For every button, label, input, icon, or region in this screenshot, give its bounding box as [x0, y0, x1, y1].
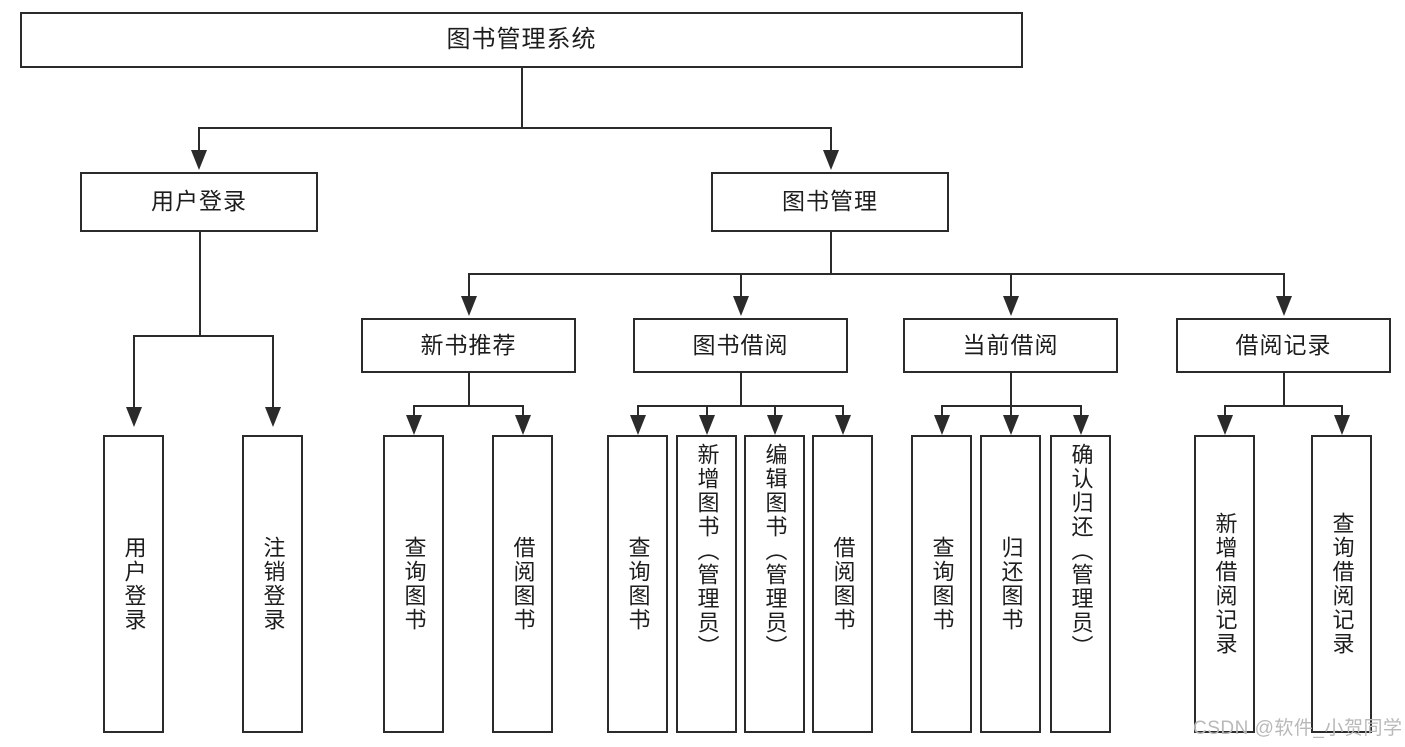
connector-borrow-record-to-leaf2	[1341, 405, 1343, 417]
node-label: 用户登录	[121, 536, 147, 632]
node-label: 图书管理系统	[446, 25, 597, 53]
connector-book-manage-to-book-borrow	[740, 273, 742, 297]
connector-new-book-rec-bus	[413, 405, 523, 407]
arrowhead-book-borrow-to-leaf1	[630, 415, 646, 435]
node-label: 注销登录	[260, 536, 286, 632]
node-borrow-record[interactable]: 借阅记录	[1176, 318, 1391, 373]
node-label: 查询借阅记录	[1329, 512, 1355, 656]
arrowhead-book-manage-to-book-borrow	[733, 296, 749, 316]
connector-borrow-record-bus	[1224, 405, 1342, 407]
arrowhead-root-to-user-login	[191, 150, 207, 170]
connector-book-manage-to-new-book-rec	[468, 273, 470, 297]
node-leaf-query-borrow-record[interactable]: 查询借阅记录	[1311, 435, 1372, 733]
connector-book-manage-to-current-borrow	[1010, 273, 1012, 297]
node-label: 借阅图书	[830, 536, 856, 632]
node-leaf-confirm-return-admin[interactable]: 确认归还（管理员）	[1050, 435, 1111, 733]
connector-root-to-user-login	[198, 127, 200, 151]
connector-book-manage-stem	[830, 232, 832, 273]
arrowhead-book-manage-to-current-borrow	[1003, 296, 1019, 316]
connector-book-borrow-to-leaf1	[637, 405, 639, 417]
node-leaf-query-book-a[interactable]: 查询图书	[383, 435, 444, 733]
connector-root-bus	[198, 127, 830, 129]
connector-current-borrow-to-leaf2	[1010, 405, 1012, 417]
arrowhead-new-book-rec-to-leaf1	[406, 415, 422, 435]
arrowhead-user-login-to-leaf2	[265, 407, 281, 427]
arrowhead-new-book-rec-to-leaf2	[515, 415, 531, 435]
node-label: 查询图书	[625, 536, 651, 632]
connector-borrow-record-stem	[1283, 373, 1285, 405]
arrowhead-current-borrow-to-leaf1	[934, 415, 950, 435]
node-leaf-user-login[interactable]: 用户登录	[103, 435, 164, 733]
connector-user-login-to-leaf2	[272, 335, 274, 408]
connector-root-stem	[521, 68, 523, 127]
node-new-book-rec[interactable]: 新书推荐	[361, 318, 576, 373]
arrowhead-current-borrow-to-leaf2	[1003, 415, 1019, 435]
arrowhead-book-borrow-to-leaf4	[835, 415, 851, 435]
node-leaf-return-book[interactable]: 归还图书	[980, 435, 1041, 733]
node-label: 借阅记录	[1235, 331, 1332, 358]
node-root-system[interactable]: 图书管理系统	[20, 12, 1023, 68]
node-leaf-query-book-c[interactable]: 查询图书	[911, 435, 972, 733]
node-leaf-borrow-book-a[interactable]: 借阅图书	[492, 435, 553, 733]
csdn-watermark: CSDN @软件_小贺同学	[1193, 718, 1403, 739]
node-label: 图书借阅	[692, 331, 789, 358]
node-book-manage[interactable]: 图书管理	[711, 172, 949, 232]
connector-book-borrow-bus	[637, 405, 843, 407]
node-user-login[interactable]: 用户登录	[80, 172, 318, 232]
connector-book-borrow-to-leaf2	[706, 405, 708, 417]
node-label: 当前借阅	[962, 331, 1059, 358]
connector-user-login-stem	[199, 232, 201, 335]
connector-book-borrow-to-leaf3	[774, 405, 776, 417]
node-label: 图书管理	[782, 188, 878, 215]
connector-book-manage-bus	[468, 273, 1285, 275]
node-label: 用户登录	[151, 188, 247, 215]
connector-current-borrow-stem	[1010, 373, 1012, 405]
arrowhead-book-manage-to-new-book-rec	[461, 296, 477, 316]
connector-user-login-bus	[133, 335, 273, 337]
node-label: 借阅图书	[510, 536, 536, 632]
connector-book-borrow-to-leaf4	[842, 405, 844, 417]
node-book-borrow[interactable]: 图书借阅	[633, 318, 848, 373]
node-label: 编辑图书（管理员）	[762, 443, 788, 659]
node-label: 归还图书	[998, 536, 1024, 632]
node-leaf-edit-book-admin[interactable]: 编辑图书（管理员）	[744, 435, 805, 733]
connector-book-manage-to-borrow-record	[1283, 273, 1285, 297]
arrowhead-book-borrow-to-leaf3	[767, 415, 783, 435]
arrowhead-borrow-record-to-leaf1	[1217, 415, 1233, 435]
connector-current-borrow-to-leaf3	[1080, 405, 1082, 417]
arrowhead-book-borrow-to-leaf2	[699, 415, 715, 435]
node-label: 确认归还（管理员）	[1068, 443, 1094, 659]
node-current-borrow[interactable]: 当前借阅	[903, 318, 1118, 373]
node-label: 新增图书（管理员）	[694, 443, 720, 659]
connector-new-book-rec-to-leaf1	[413, 405, 415, 417]
arrowhead-root-to-book-manage	[823, 150, 839, 170]
connector-borrow-record-to-leaf1	[1224, 405, 1226, 417]
arrowhead-book-manage-to-borrow-record	[1276, 296, 1292, 316]
node-leaf-logout[interactable]: 注销登录	[242, 435, 303, 733]
node-label: 新书推荐	[420, 331, 517, 358]
node-leaf-query-book-b[interactable]: 查询图书	[607, 435, 668, 733]
connector-new-book-rec-to-leaf2	[522, 405, 524, 417]
node-label: 新增借阅记录	[1212, 512, 1238, 656]
node-label: 查询图书	[401, 536, 427, 632]
connector-book-borrow-stem	[740, 373, 742, 405]
arrowhead-user-login-to-leaf1	[126, 407, 142, 427]
node-leaf-borrow-book-b[interactable]: 借阅图书	[812, 435, 873, 733]
node-leaf-add-book-admin[interactable]: 新增图书（管理员）	[676, 435, 737, 733]
node-label: 查询图书	[929, 536, 955, 632]
node-leaf-add-borrow-record[interactable]: 新增借阅记录	[1194, 435, 1255, 733]
arrowhead-current-borrow-to-leaf3	[1073, 415, 1089, 435]
arrowhead-borrow-record-to-leaf2	[1334, 415, 1350, 435]
connector-new-book-rec-stem	[468, 373, 470, 405]
connector-root-to-book-manage	[830, 127, 832, 151]
connector-user-login-to-leaf1	[133, 335, 135, 408]
connector-current-borrow-to-leaf1	[941, 405, 943, 417]
